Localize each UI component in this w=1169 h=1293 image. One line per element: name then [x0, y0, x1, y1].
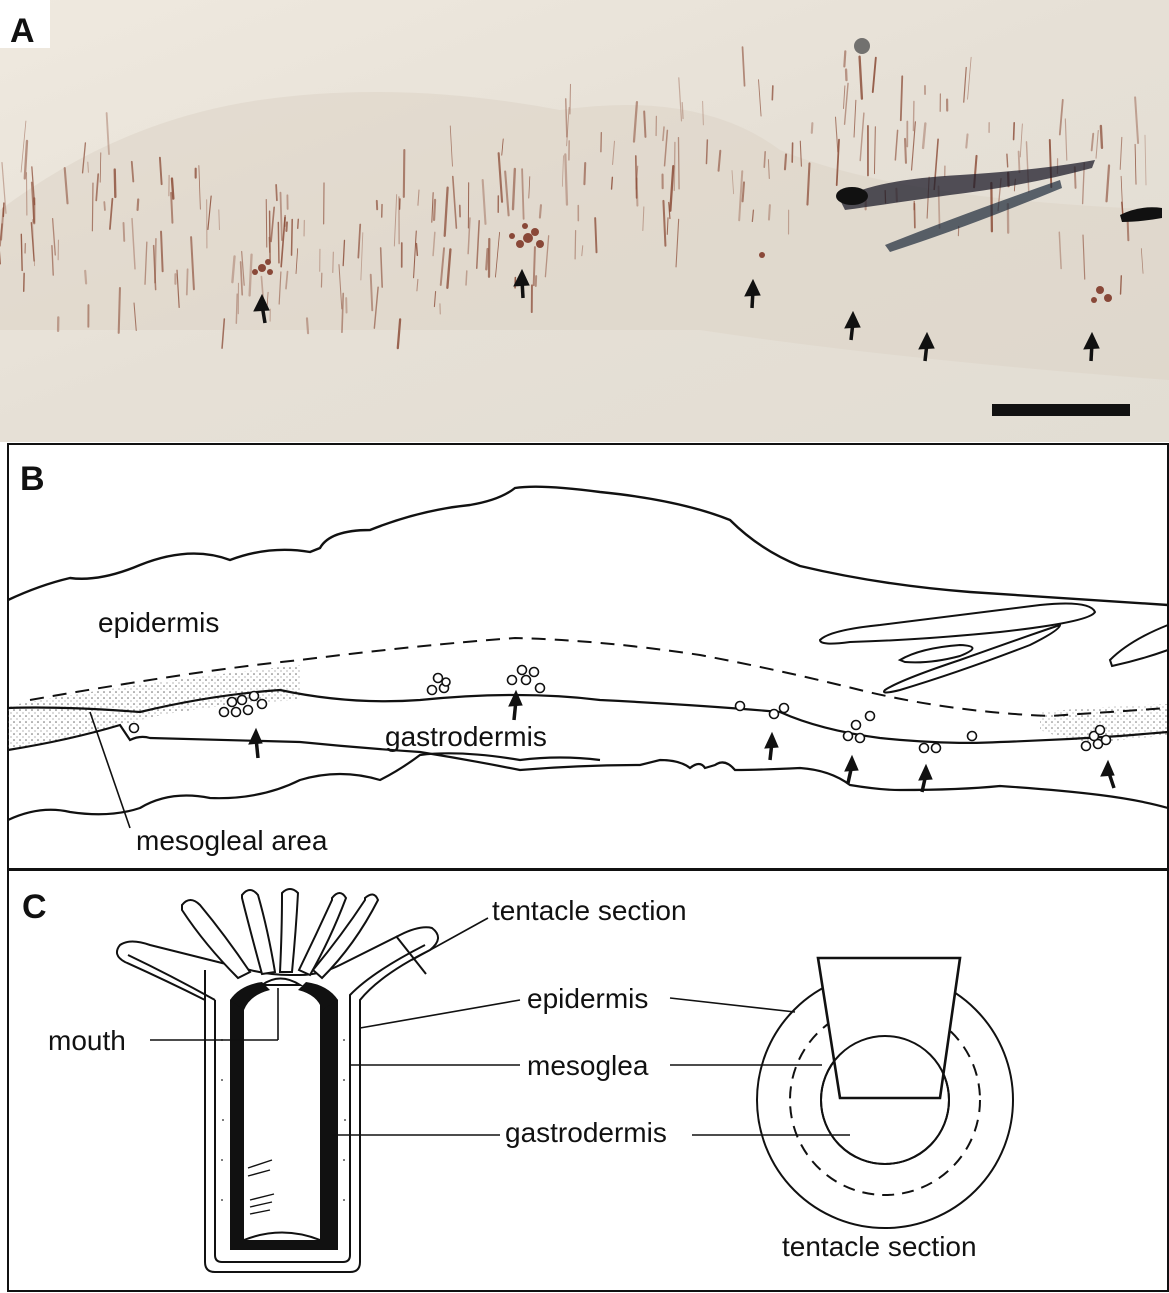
stain-streak: [534, 247, 535, 285]
micrograph-image: A: [0, 0, 1169, 442]
label-mesogleal-area: mesogleal area: [136, 825, 328, 856]
stain-streak: [812, 123, 813, 133]
stain-streak: [1121, 276, 1122, 294]
stain-streak: [416, 244, 417, 256]
panel-b-tracing: B epidermis gastrodermis mesogleal area: [0, 442, 1169, 870]
stain-streak: [844, 51, 845, 66]
stain-streak: [219, 210, 220, 230]
stain-streak: [286, 222, 287, 231]
label-mesoglea: mesoglea: [527, 1050, 649, 1081]
stain-streak: [124, 223, 125, 241]
stain-streak: [905, 139, 906, 163]
dark-structure: [836, 187, 868, 205]
stain-streak: [1007, 154, 1008, 167]
panel-a-micrograph: A: [0, 0, 1169, 442]
stain-streak: [187, 269, 188, 294]
stain-streak: [644, 112, 645, 137]
stain-streak: [1019, 152, 1020, 173]
stain-streak: [278, 222, 279, 262]
stain-streak: [138, 199, 139, 210]
stain-streak: [88, 162, 89, 172]
stain-streak: [743, 182, 744, 201]
label-tentacle-section-bottom: tentacle section: [782, 1231, 977, 1262]
label-epidermis: epidermis: [527, 983, 648, 1014]
stain-streak: [236, 294, 237, 323]
stain-streak: [575, 231, 576, 259]
stain-streak: [913, 101, 914, 130]
stain-streak: [466, 271, 467, 285]
stain-streak: [785, 154, 786, 169]
panel-label-c: C: [22, 888, 47, 926]
stain-streak: [772, 86, 773, 100]
stain-streak: [612, 177, 613, 189]
panel-label-a: A: [10, 12, 35, 50]
stain-streak: [92, 183, 93, 231]
stain-streak: [706, 140, 707, 164]
stain-streak: [85, 271, 86, 284]
stain-streak: [1014, 123, 1015, 140]
label-tentacle-section-top: tentacle section: [492, 895, 687, 926]
stain-streak: [292, 220, 293, 256]
stain-streak: [104, 202, 105, 210]
stain-streak: [298, 219, 299, 228]
stain-streak: [307, 318, 308, 333]
stain-streak: [115, 170, 116, 197]
stain-streak: [682, 103, 683, 119]
label-mouth: mouth: [48, 1025, 126, 1056]
stain-streak: [540, 205, 541, 217]
stain-streak: [119, 288, 120, 333]
panel-label-b: B: [20, 460, 45, 498]
stain-streak: [678, 138, 679, 189]
stain-streak: [764, 152, 765, 167]
tracing-diagram: B epidermis gastrodermis mesogleal area: [0, 442, 1169, 870]
stain-streak: [769, 205, 770, 219]
label-gastrodermis: gastrodermis: [385, 721, 547, 752]
debris-particle: [854, 38, 870, 54]
cross-section-wedge: [818, 958, 960, 1098]
panel-b-frame: [8, 444, 1168, 869]
stain-streak: [404, 150, 405, 197]
stain-streak: [584, 163, 585, 184]
stain-streak: [21, 234, 22, 270]
panel-c-schematic: C tentacle section epidermis mesoglea ga…: [0, 870, 1169, 1293]
stain-streak: [276, 185, 277, 200]
stain-streak: [155, 239, 156, 283]
stain-streak: [636, 156, 637, 198]
scale-bar: [992, 404, 1130, 416]
stain-streak: [966, 134, 967, 147]
stain-streak: [434, 200, 435, 220]
label-gastrodermis: gastrodermis: [505, 1117, 667, 1148]
stain-streak: [1101, 126, 1102, 148]
schematic-diagram: C tentacle section epidermis mesoglea ga…: [0, 870, 1169, 1293]
stain-streak: [266, 200, 267, 248]
stain-streak: [171, 193, 172, 223]
stain-streak: [595, 218, 596, 252]
stain-streak: [486, 249, 487, 269]
label-epidermis: epidermis: [98, 607, 219, 638]
